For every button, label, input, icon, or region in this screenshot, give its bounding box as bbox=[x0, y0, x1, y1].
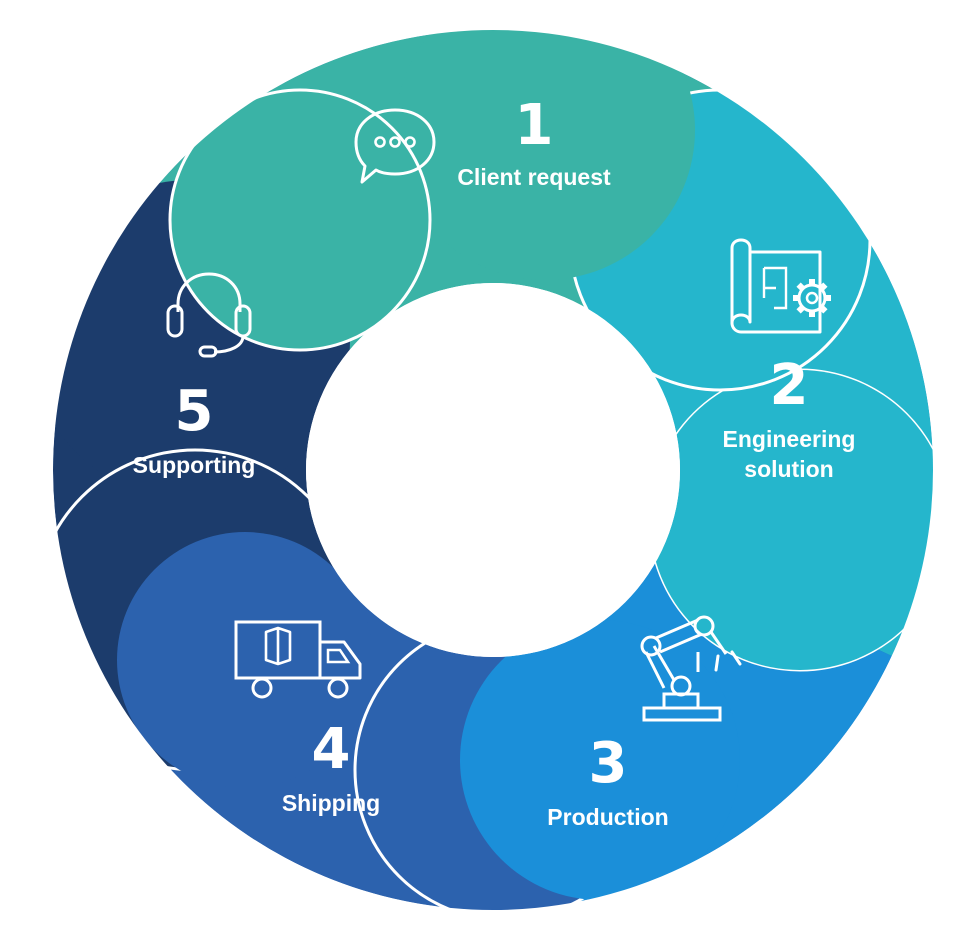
step-3-name: Production bbox=[547, 804, 669, 830]
step-4-name: Shipping bbox=[281, 790, 381, 816]
step-2-label: 2 Engineering solution bbox=[723, 358, 856, 484]
step-2-number: 2 bbox=[769, 353, 809, 418]
step-2-name: Engineering solution bbox=[722, 426, 856, 482]
segment-cap-step2 bbox=[650, 370, 933, 670]
segment-cap-step1 bbox=[395, 30, 695, 280]
robot-arm-icon bbox=[636, 612, 752, 724]
step-3-label: 3 Production bbox=[547, 736, 668, 832]
blueprint-gear-icon bbox=[724, 238, 840, 336]
center-hole bbox=[306, 283, 680, 657]
headset-icon bbox=[164, 266, 254, 358]
delivery-truck-icon bbox=[232, 616, 366, 702]
chat-bubble-icon bbox=[350, 104, 440, 188]
step-1-name: Client request bbox=[457, 164, 611, 190]
step-5-name: Supporting bbox=[132, 452, 256, 478]
step-1-number: 1 bbox=[514, 93, 554, 158]
segment-cap-step4 bbox=[117, 532, 373, 788]
step-1-label: 1 Client request bbox=[457, 98, 610, 192]
segment-cap-step3 bbox=[460, 620, 740, 900]
step-3-number: 3 bbox=[588, 731, 628, 796]
step-4-number: 4 bbox=[311, 717, 351, 782]
step-5-label: 5 Supporting bbox=[133, 384, 256, 480]
step-4-label: 4 Shipping bbox=[282, 722, 380, 818]
step-5-number: 5 bbox=[174, 379, 214, 444]
